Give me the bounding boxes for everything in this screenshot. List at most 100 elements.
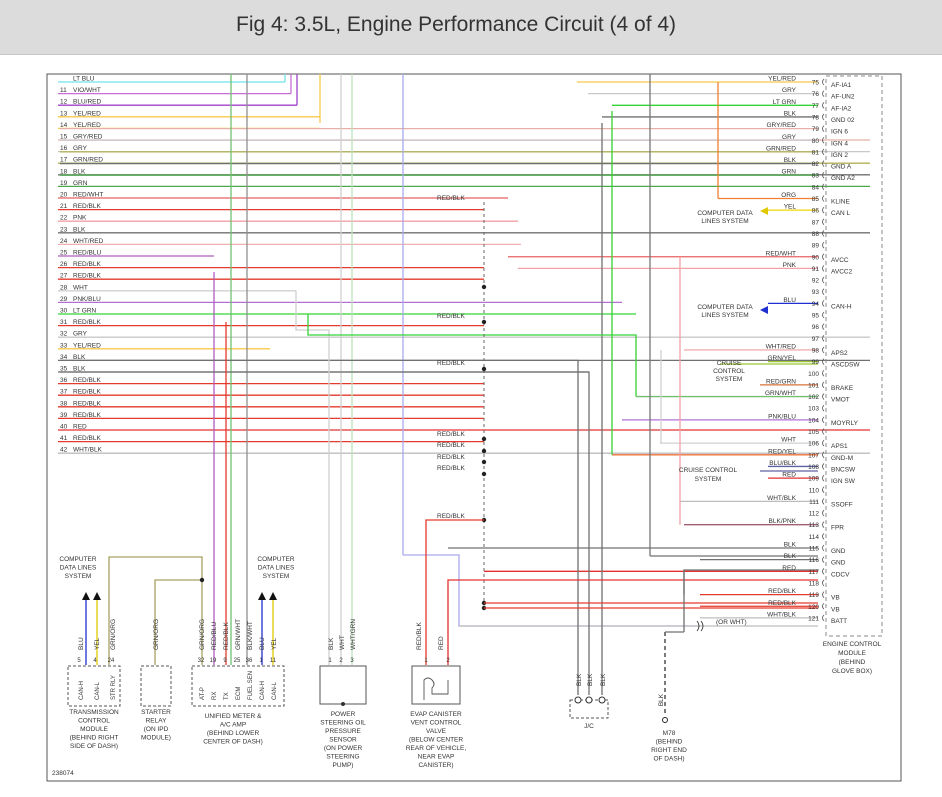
bus-splice-3: [481, 436, 487, 442]
ps-label: PUMP): [333, 762, 354, 769]
figure-title: Fig 4: 3.5L, Engine Performance Circuit …: [236, 13, 677, 36]
connector-bracket: [822, 195, 825, 202]
evap-label: VALVE: [426, 728, 447, 735]
ecm-pin-function: CDCV: [831, 571, 850, 578]
wire-wht-ps: [295, 290, 330, 665]
right-pin-number: 92: [812, 278, 820, 285]
left-wire-label: WHT/RED: [73, 238, 104, 245]
left-wire-label: BLK: [73, 354, 86, 361]
connector-bracket: [822, 113, 825, 121]
right-wire-label: WHT: [781, 437, 796, 444]
left-wire-label: RED/BLK: [73, 319, 101, 326]
splice-grn-org: [199, 577, 205, 583]
right-pin-number: 94: [812, 301, 820, 308]
connector-bracket: [822, 125, 825, 132]
meter-pin: 19: [210, 658, 217, 664]
right-pin-number: 82: [812, 161, 820, 168]
ecm-pin-function: CAN-H: [831, 303, 852, 310]
right-wire-label: BLK/PNK: [769, 518, 797, 525]
connector-bracket: [822, 171, 825, 179]
red-blk-label: RED/BLK: [437, 431, 465, 438]
connector-bracket: [822, 288, 825, 295]
left-wire-label: RED/BLK: [73, 412, 101, 419]
connector-bracket: [822, 533, 825, 540]
connector-bracket: [822, 591, 825, 598]
right-wire-label: BLK: [784, 542, 797, 549]
relay-wire-label: GRN/ORG: [153, 619, 160, 650]
right-pin-number: 93: [812, 289, 820, 296]
tcm-wire-label: GRN/ORG: [110, 619, 117, 650]
relay-label: (ON IPD: [144, 726, 169, 733]
red-blk-label: RED/BLK: [437, 195, 465, 202]
meter-pin: 11: [270, 658, 277, 664]
ground-symbol: [662, 717, 668, 723]
ecm-pin-function: IGN 6: [831, 129, 848, 136]
right-wire-label: WHT/BLK: [767, 611, 797, 618]
connector-bracket: [822, 300, 825, 307]
cdl-bottom-left: SYSTEM: [65, 573, 92, 580]
figure-id: 238074: [52, 770, 74, 777]
ps-pin: 3: [350, 658, 354, 664]
right-pin-number: 104: [808, 417, 819, 424]
wire-gnd: [683, 569, 700, 595]
bus-splice-5: [481, 459, 487, 465]
left-pin-number: 12: [60, 99, 68, 106]
right-pin-number: 95: [812, 313, 820, 320]
right-pin-number: 87: [812, 219, 820, 226]
right-wire-label: GRY/RED: [767, 122, 797, 129]
tcm-pin: 5: [77, 658, 81, 664]
tcm-wire-label: BLU: [78, 637, 85, 650]
meter-wire-label: BLU: [259, 637, 266, 650]
cdl-top-label: COMPUTER DATA: [697, 210, 753, 217]
right-wire-label: GRN: [782, 169, 797, 176]
meter-wire-label: GRN/WHT: [235, 619, 242, 650]
ecm-pin-function: MOYRLY: [831, 420, 859, 427]
ground-label: M78: [663, 730, 676, 737]
cdl-bottom-left: COMPUTER: [59, 556, 97, 563]
connector-bracket: [822, 206, 825, 214]
ps-sensor-box: [319, 665, 367, 705]
ecm-pin-function: AF-IA1: [831, 82, 852, 89]
wire-blk-jc1: [60, 359, 579, 695]
meter-func: TX: [224, 692, 230, 700]
tcm-pin: 4: [93, 658, 97, 664]
right-wire-label: GRY: [782, 134, 797, 141]
right-pin-number: 79: [812, 126, 820, 133]
right-wire-label: LT GRN: [773, 99, 797, 106]
left-wire-label: GRY: [73, 145, 88, 152]
ecm-box: [825, 75, 883, 637]
cruise2-label: SYSTEM: [695, 476, 722, 483]
left-pin-number: 32: [60, 331, 68, 338]
right-wire-label: RED: [782, 472, 796, 479]
meter-pin: 36: [246, 658, 253, 664]
left-wire-label: GRN: [73, 180, 88, 187]
right-pin-number: 109: [808, 476, 819, 483]
meter-box: [191, 665, 285, 707]
left-pin-number: 38: [60, 400, 68, 407]
left-pin-number: 11: [60, 87, 67, 94]
arrow-up: [82, 592, 90, 600]
tcm-label: SIDE OF DASH): [70, 743, 118, 750]
ecm-pin-function: BNCSW: [831, 466, 856, 473]
jc-terminal: [574, 696, 582, 704]
ps-sensor-dot: [341, 702, 345, 706]
jc-label: J/C: [584, 723, 594, 730]
meter-pin: 9: [223, 658, 227, 664]
left-pin-number: 41: [60, 435, 68, 442]
meter-func: RX: [212, 692, 218, 700]
ecm-pin-function: GND: [831, 548, 846, 555]
connector-bracket: [822, 474, 825, 482]
right-pin-number: 105: [808, 429, 819, 436]
ecm-label: ENGINE CONTROL: [823, 641, 882, 648]
ground-label: OF DASH): [653, 756, 684, 763]
left-pin-number: 37: [60, 389, 68, 396]
tcm-label: TRANSMISSION: [69, 709, 119, 716]
right-pin-number: 75: [812, 80, 820, 87]
wire-grn-org-relay: [154, 579, 203, 665]
right-pin-number: 106: [808, 441, 819, 448]
relay-label: MODULE): [141, 735, 171, 742]
right-pin-number: 102: [808, 394, 819, 401]
left-wire-label: BLU/RED: [73, 99, 101, 106]
evap-label: VENT CONTROL: [411, 720, 462, 727]
